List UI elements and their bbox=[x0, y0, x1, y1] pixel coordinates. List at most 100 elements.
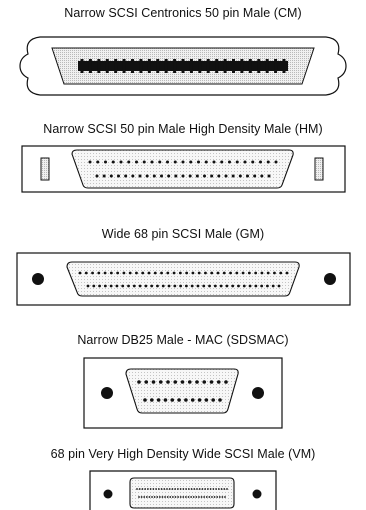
centronics-contact bbox=[114, 59, 118, 73]
label-centronics-50: Narrow SCSI Centronics 50 pin Male (CM) bbox=[64, 6, 302, 20]
wide68-pin bbox=[173, 284, 177, 288]
centronics-contact bbox=[240, 59, 244, 73]
hd50-pin bbox=[197, 160, 200, 164]
db25-pin bbox=[144, 380, 149, 384]
hd50-pin bbox=[160, 174, 163, 178]
hd50-pin bbox=[88, 160, 92, 164]
hd50-pin bbox=[253, 174, 257, 178]
hd50-pin bbox=[235, 160, 239, 164]
wide68-pin bbox=[91, 271, 94, 275]
vhd68-pin bbox=[187, 488, 190, 490]
wide68-pin bbox=[161, 284, 165, 288]
vhd68-shell bbox=[129, 477, 235, 509]
hd50-pin bbox=[220, 160, 224, 164]
vhd68-pin bbox=[208, 496, 211, 498]
hd50-pin bbox=[166, 160, 169, 164]
vhd68-pin bbox=[224, 496, 226, 498]
vhd68-pin bbox=[174, 496, 177, 498]
vhd68-pin bbox=[151, 496, 153, 498]
wide68-pin bbox=[219, 284, 223, 288]
hd50-pin bbox=[266, 160, 270, 164]
centronics-contact bbox=[274, 59, 278, 73]
label-vhd-68: 68 pin Very High Density Wide SCSI Male … bbox=[50, 447, 316, 461]
vhd68-pin bbox=[185, 488, 187, 490]
db25-connector bbox=[83, 357, 283, 429]
hd50-pin bbox=[224, 174, 228, 178]
vhd68-pin bbox=[168, 488, 171, 490]
wide68-pin bbox=[222, 271, 226, 275]
hd50-shell bbox=[71, 149, 294, 189]
vhd68-pin bbox=[226, 488, 228, 490]
hd50-pin bbox=[124, 174, 128, 178]
vhd68-pin bbox=[161, 496, 164, 498]
centronics-50-connector bbox=[19, 36, 347, 96]
db25-screw-right bbox=[252, 387, 264, 399]
db25-pin bbox=[202, 380, 207, 384]
vhd68-pin bbox=[169, 496, 172, 498]
wide68-pin bbox=[204, 271, 207, 275]
vhd68-pin bbox=[171, 496, 174, 498]
centronics-contact bbox=[88, 59, 92, 73]
hd50-pin bbox=[135, 160, 138, 164]
vhd68-pin bbox=[138, 496, 140, 498]
vhd68-pin bbox=[163, 488, 166, 490]
wide68-pin bbox=[196, 284, 200, 288]
db25-pin bbox=[204, 398, 209, 402]
centronics-contact bbox=[215, 59, 219, 73]
vhd68-pin bbox=[164, 496, 166, 498]
vhd68-pin bbox=[200, 496, 203, 498]
vhd68-pin bbox=[171, 488, 174, 490]
centronics-contact bbox=[105, 59, 109, 73]
db25-pin bbox=[177, 398, 181, 402]
wide68-pin bbox=[166, 271, 170, 275]
db25-pin bbox=[173, 380, 178, 384]
wide68-pin bbox=[97, 271, 101, 275]
vhd68-pin bbox=[177, 496, 179, 498]
wide68-pin bbox=[191, 271, 195, 275]
centronics-contact bbox=[156, 59, 160, 73]
vhd68-pin bbox=[179, 488, 182, 490]
hd50-pin bbox=[217, 174, 221, 178]
vhd68-pin bbox=[211, 496, 213, 498]
vhd68-pin bbox=[221, 496, 224, 498]
vhd68-pin bbox=[155, 488, 157, 490]
hd50-pin bbox=[111, 160, 115, 164]
centronics-contact bbox=[198, 59, 202, 73]
db25-pin bbox=[158, 380, 163, 384]
hd50-pin bbox=[231, 174, 235, 178]
vhd68-pin bbox=[140, 496, 143, 498]
hd50-pin bbox=[181, 160, 185, 164]
hd50-pin bbox=[259, 160, 262, 164]
centronics-contact bbox=[97, 59, 101, 73]
db25-pin bbox=[137, 380, 141, 384]
hd50-pin bbox=[188, 174, 192, 178]
hd50-pin bbox=[96, 160, 100, 164]
db25-pin bbox=[187, 380, 192, 384]
vhd68-pin bbox=[198, 496, 200, 498]
db25-pin bbox=[170, 398, 175, 402]
hd50-pin bbox=[174, 174, 178, 178]
wide68-pin bbox=[266, 271, 270, 275]
db25-pin bbox=[197, 398, 202, 402]
vhd68-pin bbox=[223, 488, 226, 490]
wide68-pin bbox=[116, 271, 120, 275]
wide68-pin bbox=[254, 271, 258, 275]
wide68-pin bbox=[78, 271, 82, 275]
vhd68-pin bbox=[136, 488, 138, 490]
db25-shell bbox=[125, 368, 239, 414]
wide68-pin bbox=[197, 271, 201, 275]
wide68-pin bbox=[190, 284, 194, 288]
centronics-contact bbox=[131, 59, 134, 73]
hd50-pin bbox=[102, 174, 106, 178]
vhd68-pin bbox=[177, 488, 179, 490]
vhd68-pin bbox=[212, 488, 215, 490]
db25-screw-left bbox=[101, 387, 113, 399]
vhd68-pin bbox=[157, 488, 160, 490]
vhd68-pin bbox=[190, 488, 193, 490]
vhd68-pin bbox=[218, 496, 221, 498]
vhd68-pin bbox=[147, 488, 149, 490]
db25-pin bbox=[218, 398, 222, 402]
hd50-pin bbox=[167, 174, 171, 178]
hd50-pin bbox=[142, 160, 146, 164]
vhd68-pin bbox=[153, 496, 156, 498]
